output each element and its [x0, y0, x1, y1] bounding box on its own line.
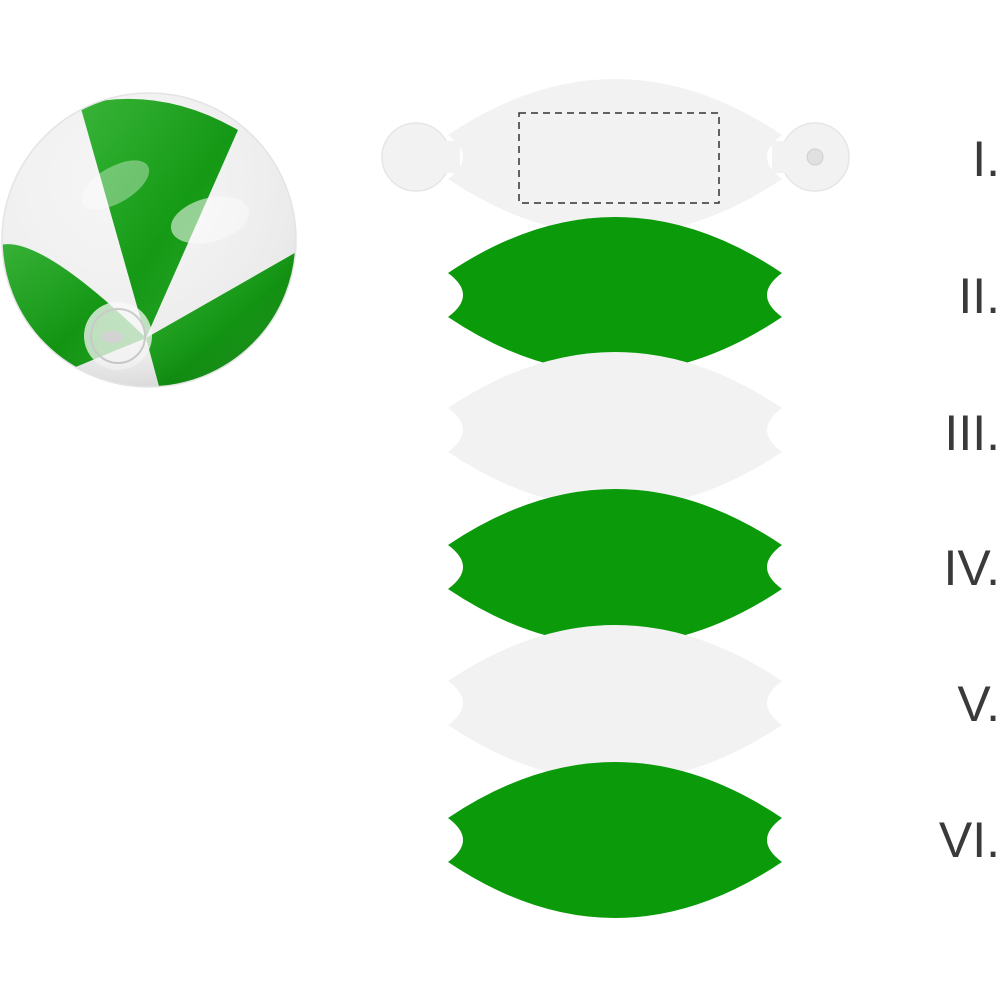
left-valve-disc — [381, 122, 451, 192]
panel-label-2: II. — [958, 268, 1000, 324]
right-valve-disc — [780, 122, 850, 192]
panel-label-3: III. — [944, 405, 1000, 461]
valve-plug-icon — [806, 148, 824, 166]
panel-label-6: VI. — [938, 812, 1000, 868]
panel-label-4: IV. — [943, 540, 1000, 596]
panel-label-1: I. — [972, 131, 1000, 187]
beach-ball-image — [1, 92, 297, 388]
right-valve-connector — [772, 141, 792, 173]
ball-panel-shape-3 — [448, 352, 782, 508]
left-valve-connector — [440, 141, 460, 173]
ball-panel-shape-6 — [448, 762, 782, 918]
ball-panel-shape-4 — [448, 489, 782, 645]
print-area-box — [518, 112, 720, 204]
ball-panel-shape-1 — [448, 79, 782, 235]
panel-label-5: V. — [957, 676, 1000, 732]
ball-panel-shape-2 — [448, 217, 782, 373]
ball-panel-shape-5 — [448, 625, 782, 781]
